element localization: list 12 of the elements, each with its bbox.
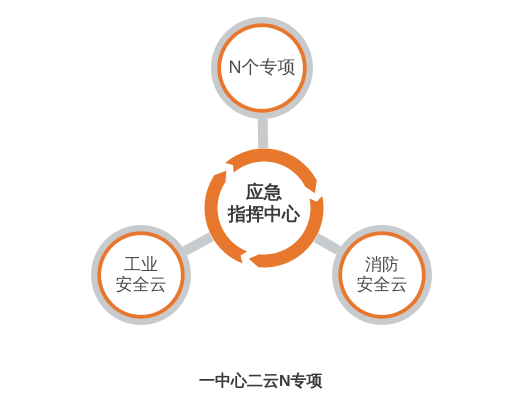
node-label: 工业安全云 — [114, 254, 168, 296]
circle-node — [91, 225, 191, 325]
caption: 一中心二云N专项 — [199, 371, 323, 392]
connector-line — [182, 232, 214, 256]
node-label: N个专项 — [228, 57, 296, 79]
circle-node — [211, 17, 313, 119]
node-label: 应急指挥中心 — [226, 182, 302, 226]
cycle-arrow-ring — [204, 148, 324, 268]
connector-line — [314, 233, 341, 255]
node-label: 消防安全云 — [356, 254, 408, 296]
circle-node — [332, 225, 432, 325]
connector-line — [258, 118, 268, 148]
